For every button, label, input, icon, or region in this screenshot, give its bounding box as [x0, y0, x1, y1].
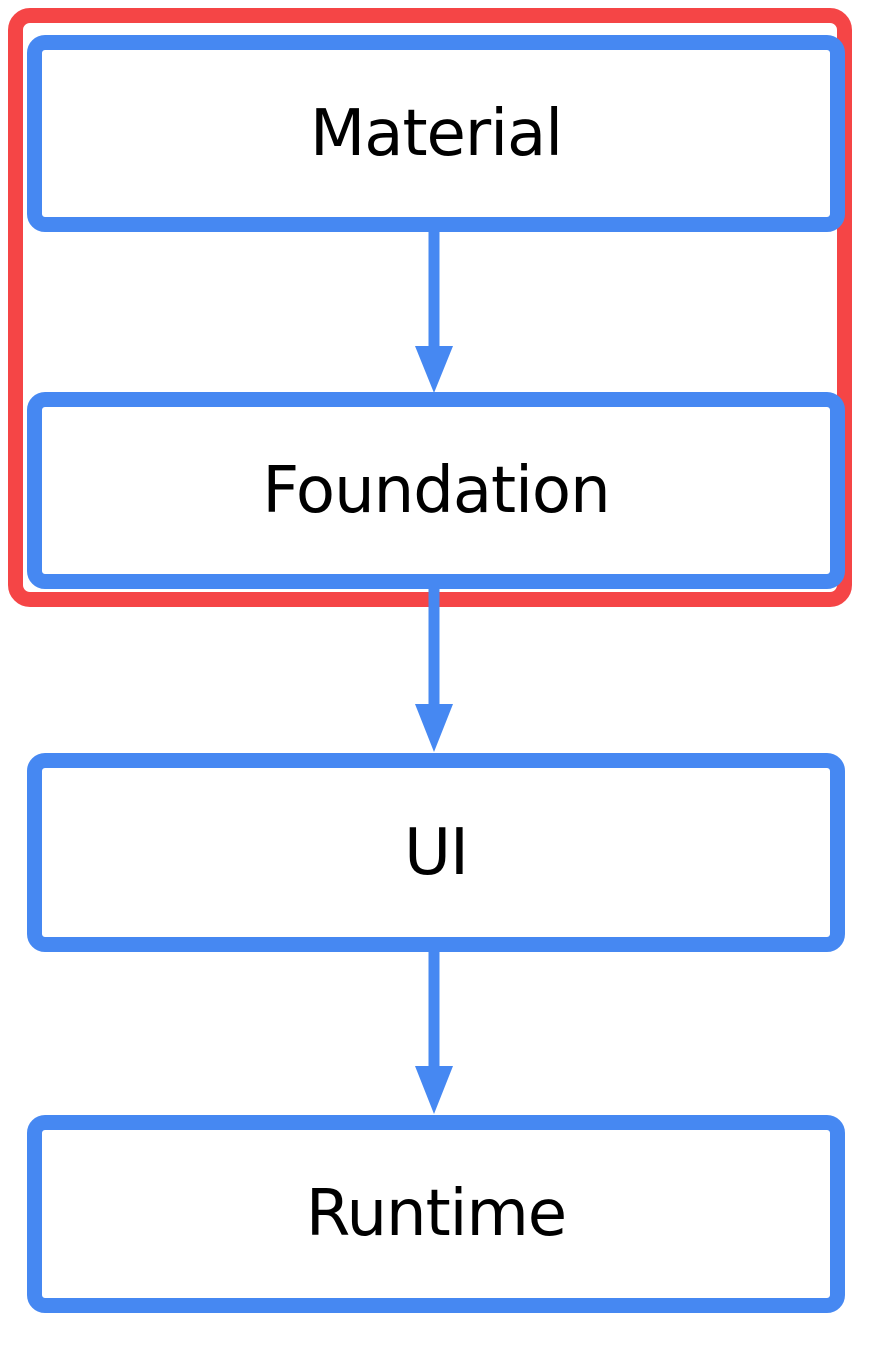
layer-label-material: Material	[310, 96, 563, 171]
layer-box-foundation: Foundation	[27, 392, 845, 589]
layer-label-ui: UI	[404, 815, 469, 890]
arrow-foundation-to-ui	[415, 589, 453, 752]
layer-box-runtime: Runtime	[27, 1115, 845, 1313]
layer-label-runtime: Runtime	[305, 1177, 567, 1251]
layer-label-foundation: Foundation	[262, 453, 610, 528]
layer-box-ui: UI	[27, 753, 845, 952]
layer-box-material: Material	[27, 35, 845, 232]
arrow-ui-to-runtime	[415, 952, 453, 1114]
